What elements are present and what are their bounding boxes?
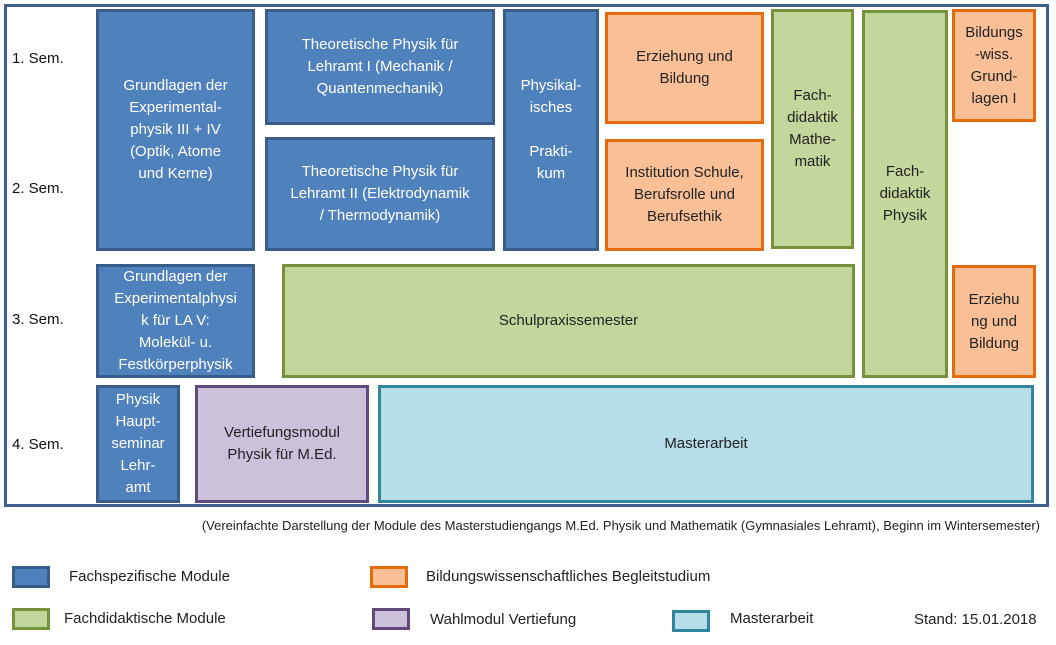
semester-label-3: 3. Sem.	[12, 311, 64, 328]
module-experimentalphysik-5: Grundlagen der Experimentalphysi k für L…	[96, 264, 255, 378]
legend-swatch-fachdidaktik	[12, 608, 50, 630]
module-schulpraxissemester: Schulpraxissemester	[282, 264, 855, 378]
module-institution-schule: Institution Schule, Berufsrolle und Beru…	[605, 139, 764, 251]
legend-label-wahlmodul: Wahlmodul Vertiefung	[430, 611, 577, 628]
module-theoretische-physik-1: Theoretische Physik für Lehramt I (Mecha…	[265, 9, 495, 125]
module-bildungswiss-grundlagen: Bildungs -wiss. Grund- lagen I	[952, 9, 1036, 122]
legend-label-fachdidaktik: Fachdidaktische Module	[64, 610, 226, 627]
legend-label-fachspezifisch: Fachspezifische Module	[69, 568, 230, 585]
legend-swatch-bildungswissenschaftlich	[370, 566, 408, 588]
module-physik-hauptseminar: Physik Haupt- seminar Lehr- amt	[96, 385, 180, 503]
module-masterarbeit: Masterarbeit	[378, 385, 1034, 503]
module-erziehung-und-bildung-3: Erziehu ng und Bildung	[952, 265, 1036, 378]
module-fachdidaktik-mathematik: Fach- didaktik Mathe- matik	[771, 9, 854, 249]
module-erziehung-und-bildung-1: Erziehung und Bildung	[605, 12, 764, 124]
module-fachdidaktik-physik: Fach- didaktik Physik	[862, 10, 948, 378]
module-plan-frame	[4, 4, 1049, 507]
stand-date: Stand: 15.01.2018	[914, 611, 1037, 628]
legend-swatch-fachspezifisch	[12, 566, 50, 588]
semester-label-4: 4. Sem.	[12, 436, 64, 453]
legend-swatch-wahlmodul	[372, 608, 410, 630]
semester-label-2: 2. Sem.	[12, 180, 64, 197]
legend-label-bildungswissenschaftlich: Bildungswissenschaftliches Begleitstudiu…	[426, 568, 711, 585]
legend-label-masterarbeit: Masterarbeit	[730, 610, 814, 627]
module-vertiefungsmodul: Vertiefungsmodul Physik für M.Ed.	[195, 385, 369, 503]
module-theoretische-physik-2: Theoretische Physik für Lehramt II (Elek…	[265, 137, 495, 251]
module-physikalisches-praktikum: Physikal- isches Prakti- kum	[503, 9, 599, 251]
legend-swatch-masterarbeit	[672, 610, 710, 632]
caption: (Vereinfachte Darstellung der Module des…	[201, 518, 1040, 533]
module-experimentalphysik-3-4: Grundlagen der Experimental- physik III …	[96, 9, 255, 251]
semester-label-1: 1. Sem.	[12, 50, 64, 67]
